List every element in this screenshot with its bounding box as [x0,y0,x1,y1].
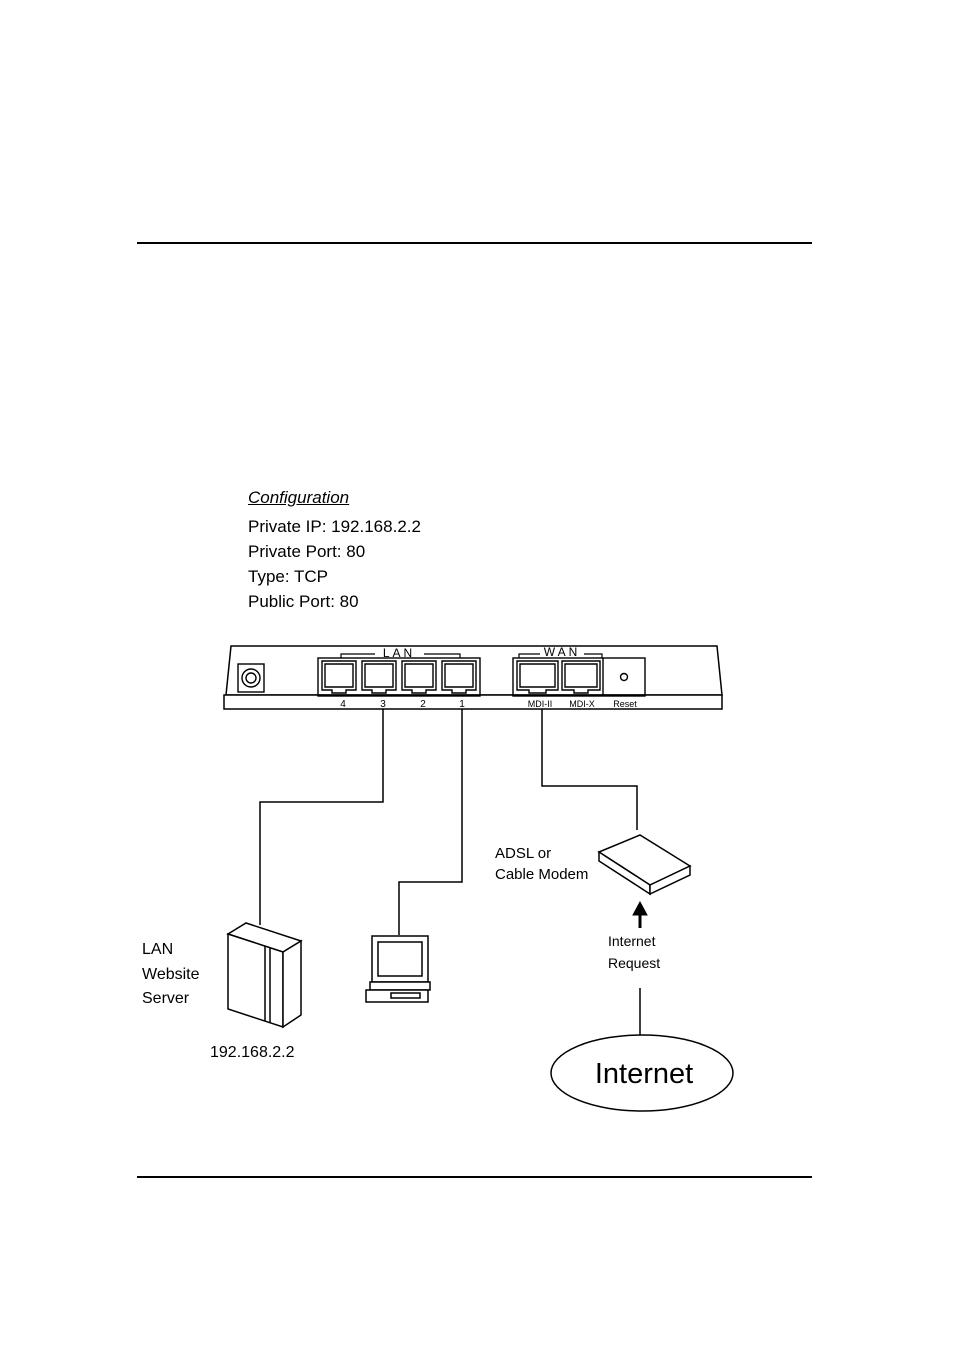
modem-icon [597,834,692,896]
lan-port-label-1: 1 [459,699,465,710]
wan-port-mdi-x [561,660,601,694]
modem-label-line1: ADSL or [495,845,552,862]
lan-label: LAN [383,646,415,660]
lan-bracket [340,653,461,658]
lan-port-group [317,657,481,697]
config-private-ip: Private IP: 192.168.2.2 [248,517,421,536]
cable-lan3-to-server [259,709,384,925]
internet-ellipse [550,1034,734,1112]
request-label-line2: Request [608,955,661,971]
top-rule [137,242,812,244]
power-jack-icon [237,663,265,693]
server-ip: 192.168.2.2 [210,1044,295,1061]
reset-label: Reset [613,699,637,709]
wan-port-group [512,657,646,697]
cable-wan-to-modem [541,709,638,830]
cable-lan1-to-pc [398,709,463,935]
bottom-rule [137,1176,812,1178]
wan-port-label-mdi-ii: MDI-II [528,699,553,709]
lan-port-1 [441,660,477,694]
lan-port-label-2: 2 [420,699,426,710]
lan-port-label-3: 3 [380,699,386,710]
wan-port-label-mdi-x: MDI-X [569,699,595,709]
server-label-line3: Server [142,990,190,1007]
config-private-port: Private Port: 80 [248,542,366,561]
cables [259,709,641,1035]
modem-label-line2: Cable Modem [495,866,589,883]
config-type: Type: TCP [248,567,328,586]
arrow-up-icon [632,900,648,928]
server-icon [226,922,303,1029]
lan-port-4 [321,660,357,694]
server-label-line2: Website [142,966,200,983]
lan-port-label-4: 4 [340,699,346,710]
internet-label: Internet [595,1058,693,1090]
request-label-line1: Internet [608,933,656,949]
lan-port-2 [401,660,437,694]
lan-port-3 [361,660,397,694]
wan-bracket [518,653,603,658]
wan-port-mdi-ii [516,660,559,694]
configuration-title: Configuration [248,488,350,507]
server-label-line1: LAN [142,941,174,958]
computer-icon [365,935,431,1003]
config-public-port: Public Port: 80 [248,592,359,611]
wan-label: WAN [544,645,581,659]
reset-button-icon [619,672,629,682]
